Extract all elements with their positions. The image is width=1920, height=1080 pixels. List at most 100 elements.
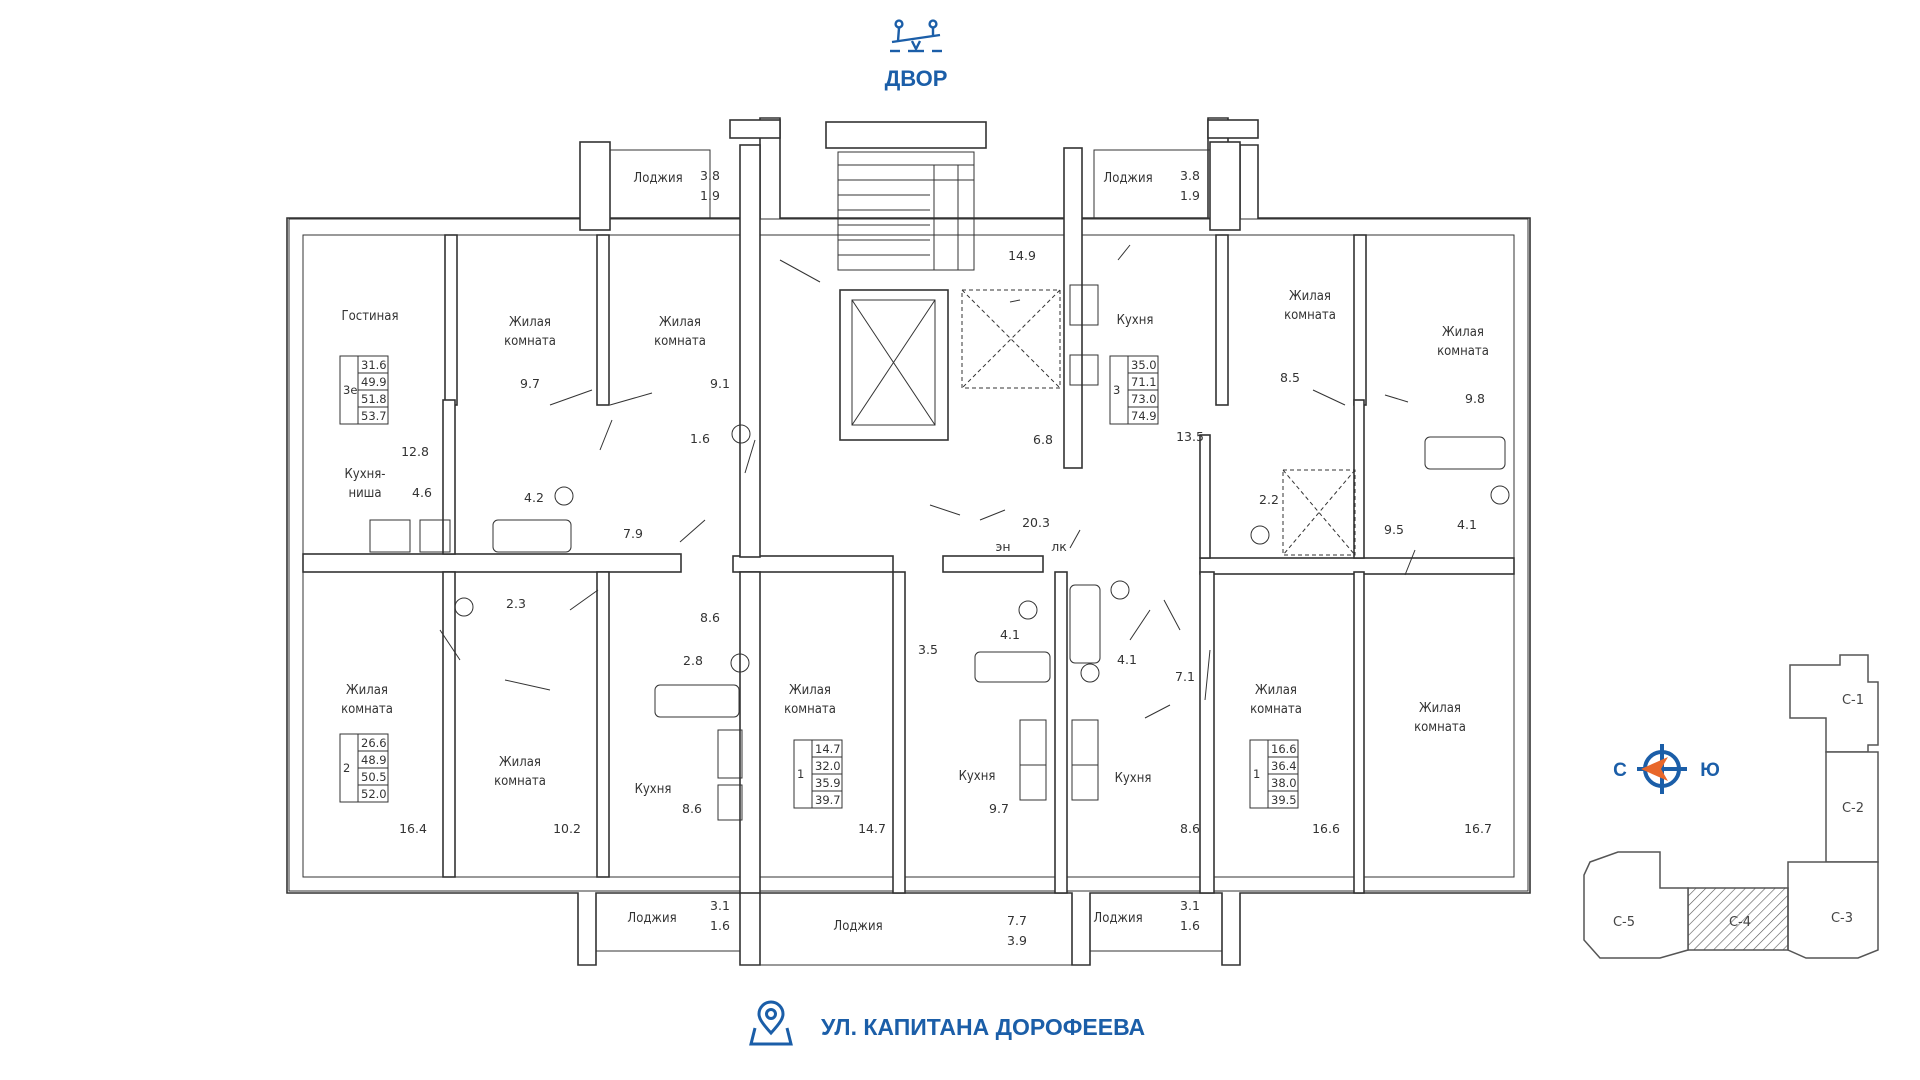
apt-1b-area: 36.4 (1271, 759, 1297, 773)
shafts (961, 289, 1356, 556)
staircase (837, 151, 975, 426)
apt-1a-area: 35.9 (815, 776, 841, 790)
room-zh5-area: 16.4 (399, 821, 427, 836)
stair-area: 14.9 (1008, 248, 1036, 263)
kitchen-niche-label: Кухня-ниша (344, 467, 385, 501)
room-labels: Лоджия 3.8 1.9 Лоджия 3.8 1.9 14.9 Гости… (341, 168, 1492, 948)
room-zh1-area: 9.7 (520, 376, 540, 391)
lift-hall-area: 6.8 (1033, 432, 1053, 447)
room-zh3-area: 8.5 (1280, 370, 1300, 385)
room-zh8-area: 16.6 (1312, 821, 1340, 836)
apt-1a-rooms: 1 (797, 767, 804, 781)
hall-5-area: 7.1 (1175, 669, 1195, 684)
apartment-area-tables (339, 355, 1299, 809)
loggia-top-left-label: Лоджия (633, 171, 682, 186)
loggia-bottom-left-label: Лоджия (627, 911, 676, 926)
section-c3-label: С-3 (1831, 911, 1853, 926)
apartment-area-values: 3е31.649.951.853.7335.071.173.074.9226.6… (343, 358, 1297, 807)
section-c2-label: С-2 (1842, 801, 1864, 816)
apt-3e-area: 53.7 (361, 409, 387, 423)
apt-3-area: 74.9 (1131, 409, 1157, 423)
loggia-bottom-right-area: 3.1 (1180, 898, 1200, 913)
loggia-bottom-right-label: Лоджия (1093, 911, 1142, 926)
courtyard-label: ДВОР (884, 66, 948, 91)
loggias-top (579, 119, 1259, 231)
kitchen-4-label: Кухня (959, 769, 996, 784)
apt-3-area: 73.0 (1131, 392, 1157, 406)
lk-label: лк (1051, 539, 1067, 554)
location-pin-icon (749, 1000, 793, 1046)
apt-1b-area: 16.6 (1271, 742, 1297, 756)
loggia-top-right-area2: 1.9 (1180, 188, 1200, 203)
interior-walls (302, 144, 1515, 894)
apt-2-area: 48.9 (361, 753, 387, 767)
loggia-bottom-right-area2: 1.6 (1180, 918, 1200, 933)
apt-3-area: 35.0 (1131, 358, 1157, 372)
section-c5-label: С-5 (1613, 915, 1635, 930)
loggias-bottom (595, 892, 1223, 966)
kitchen-5-area: 8.6 (1180, 821, 1200, 836)
living-room-label: Гостиная (342, 309, 399, 324)
bath-r2-area: 4.1 (1457, 517, 1477, 532)
street-label: УЛ. КАПИТАНА ДОРОФЕЕВА (821, 1014, 1146, 1040)
room-zh4-area: 9.8 (1465, 391, 1485, 406)
bath-4-area: 2.8 (683, 653, 703, 668)
loggia-top-right-area: 3.8 (1180, 168, 1200, 183)
loggia-bottom-center-area2: 3.9 (1007, 933, 1027, 948)
fixtures (369, 284, 1510, 821)
kitchen-right-area: 13.5 (1176, 429, 1204, 444)
section-c1-label: С-1 (1842, 693, 1864, 708)
bath-5-area: 4.1 (1000, 627, 1020, 642)
section-c5 (1583, 851, 1689, 959)
loggia-top-left-area: 3.8 (700, 168, 720, 183)
apt-2-area: 52.0 (361, 787, 387, 801)
apt-3e-area: 49.9 (361, 375, 387, 389)
corridor-1-area: 7.9 (623, 526, 643, 541)
compass-north-label: С (1613, 760, 1627, 781)
apt-2-area: 50.5 (361, 770, 387, 784)
playground-icon (890, 19, 942, 53)
apt-2-area: 26.6 (361, 736, 387, 750)
loggia-bottom-left-area: 3.1 (710, 898, 730, 913)
hall-3-area: 8.6 (700, 610, 720, 625)
apt-1b-rooms: 1 (1253, 767, 1260, 781)
en-label: эн (995, 539, 1010, 554)
room-zh2-area: 9.1 (710, 376, 730, 391)
bath-1-area: 1.6 (690, 431, 710, 446)
bath-2-area: 4.2 (524, 490, 544, 505)
corridor-area: 20.3 (1022, 515, 1050, 530)
kitchen-niche-area: 4.6 (412, 485, 432, 500)
kitchen-3-label: Кухня (635, 782, 672, 797)
kitchen-right-label: Кухня (1117, 313, 1154, 328)
apt-3-rooms: 3 (1113, 383, 1120, 397)
apt-1b-area: 38.0 (1271, 776, 1297, 790)
apt-1a-area: 14.7 (815, 742, 841, 756)
loggia-top-left-area2: 1.9 (700, 188, 720, 203)
loggia-bottom-left-area2: 1.6 (710, 918, 730, 933)
bath-r1-area: 2.2 (1259, 492, 1279, 507)
section-c4-label: С-4 (1729, 915, 1751, 930)
kitchen-5-label: Кухня (1115, 771, 1152, 786)
apt-3e-rooms: 3е (343, 383, 357, 397)
apt-1a-area: 39.7 (815, 793, 841, 807)
room-zh9-area: 16.7 (1464, 821, 1492, 836)
compass-south-label: Ю (1700, 760, 1720, 781)
hall-r-area: 9.5 (1384, 522, 1404, 537)
apt-3e-area: 31.6 (361, 358, 387, 372)
kitchen-4-area: 9.7 (989, 801, 1009, 816)
section-key-plan: С-1 С-2 С-3 С-4 С-5 (1583, 654, 1879, 959)
bath-3-area: 2.3 (506, 596, 526, 611)
apt-1a-area: 32.0 (815, 759, 841, 773)
loggia-bottom-center-label: Лоджия (833, 919, 882, 934)
section-c1 (1789, 654, 1879, 753)
hall-1-area: 12.8 (401, 444, 429, 459)
section-c3 (1787, 861, 1879, 959)
